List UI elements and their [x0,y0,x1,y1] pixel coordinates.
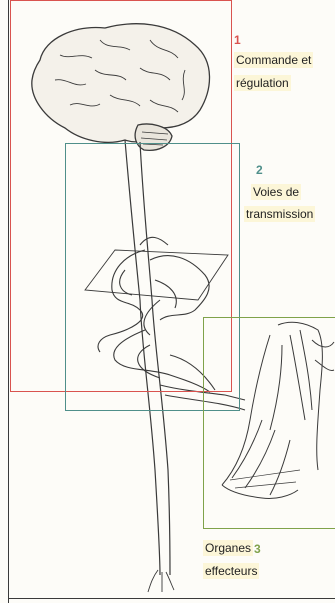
page-left-border [8,0,9,603]
nerve-branches-drawing [84,236,246,411]
zone-3-label-line-1: Organes [203,540,254,556]
zone-1-label-line-1: Commande et [234,52,314,68]
zone-2-number: 2 [256,163,263,177]
zone-3-box [203,317,335,529]
arm-muscles-drawing [221,321,335,499]
zone-2-box [65,143,240,411]
zone-2-label-line-1: Voies de [251,184,302,200]
spinal-cord-drawing [124,139,175,593]
zone-3-label-line-2: effecteurs [203,563,260,579]
zone-1-number: 1 [234,33,241,47]
brain-drawing [31,23,211,152]
zone-3-number: 3 [254,542,261,556]
zone-2-label-line-2: transmission [244,206,316,222]
zone-1-label-line-2: régulation [234,75,291,91]
zone-1-box [10,0,232,392]
page-bottom-border [8,598,335,599]
